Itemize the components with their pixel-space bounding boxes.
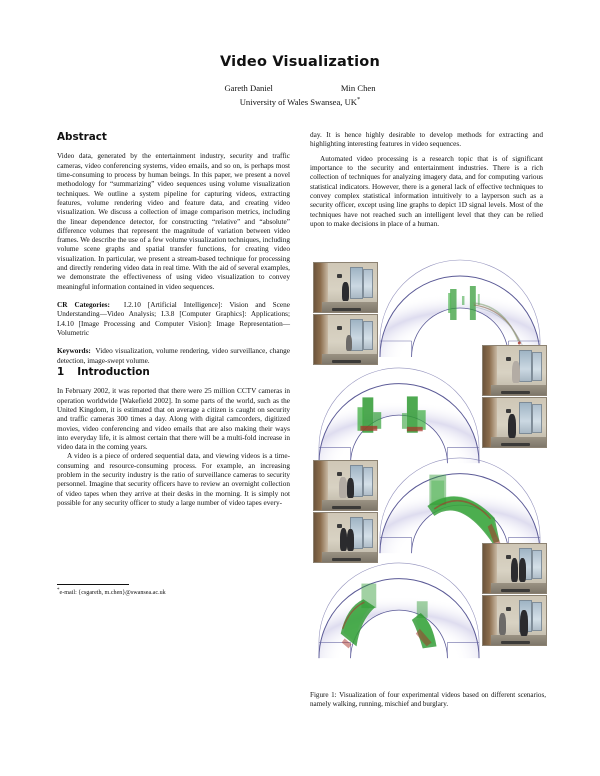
corridor-scene bbox=[314, 513, 377, 562]
video-thumbnail bbox=[482, 345, 547, 396]
right-paragraph-1: day. It is hence highly desirable to dev… bbox=[310, 131, 543, 149]
right-column: day. It is hence highly desirable to dev… bbox=[310, 131, 543, 229]
section-title: Introduction bbox=[77, 365, 150, 378]
keywords-text: Video visualization, volume rendering, v… bbox=[57, 347, 291, 365]
author-list: Gareth Daniel Min Chen bbox=[0, 83, 600, 93]
abstract-text: Video data, generated by the entertainme… bbox=[57, 152, 290, 291]
video-thumbnail bbox=[313, 512, 378, 563]
corridor-scene bbox=[483, 346, 546, 395]
intro-paragraph-2: A video is a piece of ordered sequential… bbox=[57, 452, 290, 508]
video-thumbnail bbox=[313, 314, 378, 365]
corridor-scene bbox=[483, 596, 546, 645]
affiliation-marker: * bbox=[357, 95, 361, 103]
section-number: 1 bbox=[57, 365, 65, 378]
introduction-heading: 1 Introduction bbox=[57, 366, 290, 379]
affiliation: University of Wales Swansea, UK* bbox=[0, 96, 600, 107]
cr-categories-label: CR Categories: bbox=[57, 301, 110, 310]
right-paragraph-2: Automated video processing is a research… bbox=[310, 154, 543, 228]
corridor-scene bbox=[314, 461, 377, 510]
figure-caption-text: Visualization of four experimental video… bbox=[310, 691, 546, 709]
corridor-scene bbox=[314, 263, 377, 312]
keywords-label: Keywords: bbox=[57, 347, 91, 356]
paper-header: Video Visualization Gareth Daniel Min Ch… bbox=[0, 54, 600, 106]
figure-caption: Figure 1: Visualization of four experime… bbox=[310, 691, 546, 709]
author-name: Gareth Daniel bbox=[224, 83, 273, 93]
video-thumbnail bbox=[313, 460, 378, 511]
footnote-text: e-mail: {csgareth, m.chen}@swansea.ac.uk bbox=[59, 590, 166, 597]
cr-categories-text: I.2.10 [Artificial Intelligence]: Vision… bbox=[57, 301, 290, 337]
abstract-heading: Abstract bbox=[57, 131, 107, 143]
corridor-scene bbox=[483, 544, 546, 593]
figure-caption-label: Figure 1: bbox=[310, 691, 337, 699]
corridor-scene bbox=[483, 398, 546, 447]
footnote-rule bbox=[57, 584, 129, 585]
video-thumbnail bbox=[482, 595, 547, 646]
footnote-line: *e-mail: {csgareth, m.chen}@swansea.ac.u… bbox=[57, 588, 290, 598]
volume-visualization-running bbox=[315, 365, 483, 473]
keywords: Keywords: Video visualization, volume re… bbox=[57, 347, 290, 366]
intro-paragraph-1: In February 2002, it was reported that t… bbox=[57, 387, 290, 452]
affiliation-text: University of Wales Swansea, UK bbox=[239, 96, 358, 107]
left-column: Abstract Video data, generated by the en… bbox=[57, 131, 290, 508]
figure-1 bbox=[310, 255, 547, 689]
volume-visualization-mischief bbox=[376, 455, 544, 563]
video-thumbnail bbox=[482, 397, 547, 448]
footnote-marker: * bbox=[57, 588, 60, 593]
video-thumbnail bbox=[313, 262, 378, 313]
page-title: Video Visualization bbox=[220, 54, 380, 70]
author-name: Min Chen bbox=[340, 83, 376, 93]
corridor-scene bbox=[314, 315, 377, 364]
volume-visualization-walking bbox=[376, 257, 544, 367]
video-thumbnail bbox=[482, 543, 547, 594]
footnote: *e-mail: {csgareth, m.chen}@swansea.ac.u… bbox=[57, 584, 290, 598]
cr-categories: CR Categories: I.2.10 [Artificial Intell… bbox=[57, 301, 290, 338]
volume-visualization-burglary bbox=[315, 560, 483, 668]
